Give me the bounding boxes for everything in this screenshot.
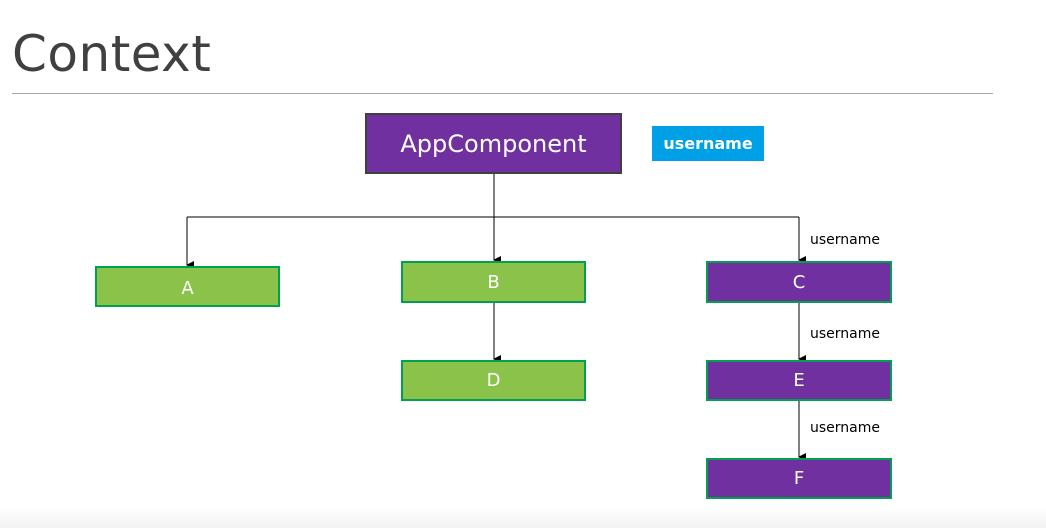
edge-label-c-to-e: username	[810, 326, 880, 342]
username-badge: username	[652, 126, 764, 161]
bottom-fade	[0, 508, 1046, 528]
node-f: F	[706, 458, 892, 499]
node-appcomponent: AppComponent	[365, 113, 622, 174]
edge-label-root-to-c: username	[810, 232, 880, 248]
node-c: C	[706, 261, 892, 303]
node-e: E	[706, 360, 892, 401]
edge-label-e-to-f: username	[810, 420, 880, 436]
title: Context	[12, 25, 212, 83]
node-b: B	[401, 261, 586, 303]
node-a: A	[95, 266, 280, 307]
node-d: D	[401, 360, 586, 401]
title-divider	[12, 93, 993, 94]
